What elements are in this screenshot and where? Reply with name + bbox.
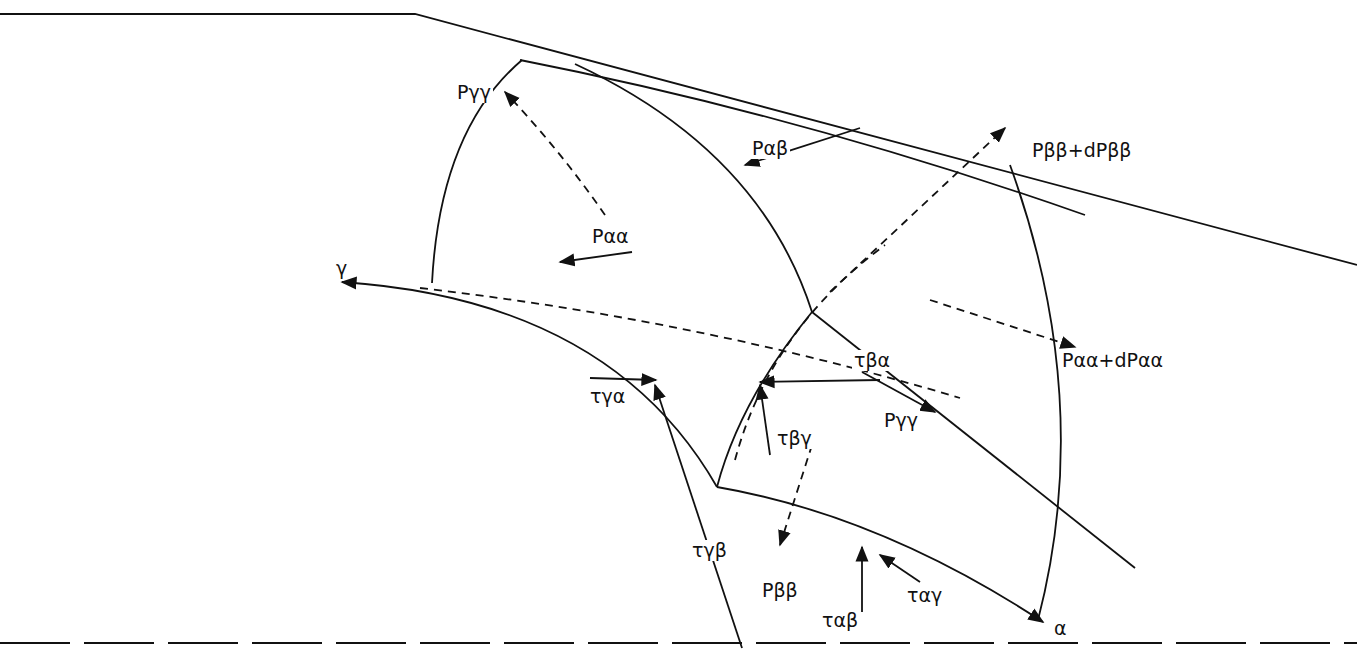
stress-arrow <box>930 300 1075 347</box>
slope-surface <box>0 14 1357 265</box>
stress-label: Pγγ <box>455 82 493 103</box>
stress-label: γ <box>334 258 349 279</box>
stress-arrow <box>862 372 935 412</box>
base-line <box>0 642 1357 644</box>
element-edge <box>520 60 1085 215</box>
stress-label: τβγ <box>775 428 814 449</box>
stress-label: Pαα <box>590 226 631 247</box>
alpha-axis <box>717 487 1043 622</box>
stress-label: ταβ <box>820 610 860 631</box>
element-edge <box>575 64 812 312</box>
stress-label: Pββ+dPββ <box>1030 140 1133 161</box>
stress-arrow <box>655 385 742 648</box>
stress-label: τβα <box>852 350 892 371</box>
gamma-axis <box>342 282 717 487</box>
element-arc <box>432 60 522 283</box>
stress-arrow <box>880 555 920 582</box>
stress-arrow <box>780 445 812 545</box>
stress-arrow <box>861 547 863 612</box>
stress-label: Pββ <box>760 580 800 601</box>
stress-arrow <box>760 385 770 455</box>
stress-arrow <box>590 378 656 380</box>
stress-label: τγβ <box>690 540 729 561</box>
element-arc <box>1010 165 1061 620</box>
stress-arrow <box>830 128 1005 292</box>
stress-label: α <box>1052 618 1069 639</box>
stress-label: Pαα+dPαα <box>1060 350 1165 371</box>
stress-label: τγα <box>588 386 627 407</box>
stress-arrow <box>505 92 605 215</box>
stress-arrow <box>745 128 860 165</box>
stress-arrow <box>560 252 632 262</box>
stress-label: ταγ <box>905 585 944 606</box>
stress-label: Pαβ <box>750 138 790 159</box>
stress-arrow <box>760 380 880 382</box>
stress-label: Pγγ <box>882 410 920 431</box>
